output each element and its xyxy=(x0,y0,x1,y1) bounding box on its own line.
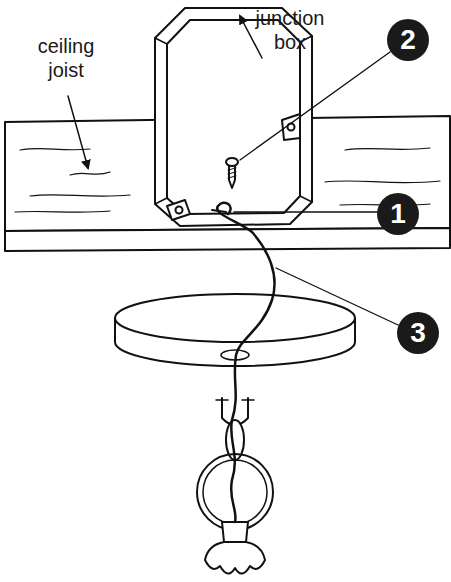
callout-number: 3 xyxy=(398,319,438,347)
callout-disc xyxy=(377,193,419,235)
mounting-tab xyxy=(282,114,300,140)
mounting-tab xyxy=(167,200,190,220)
joist-face xyxy=(5,228,450,251)
leader-line xyxy=(276,268,398,325)
callout-number: 2 xyxy=(388,26,428,54)
fixture-wire xyxy=(217,203,274,522)
screw xyxy=(226,158,238,188)
leader-line xyxy=(68,96,88,168)
callout-number: 1 xyxy=(378,200,418,228)
part-label: ceiling joist xyxy=(24,34,108,82)
callout-disc xyxy=(387,19,429,61)
part-label: junction box xyxy=(242,6,338,54)
callout-disc xyxy=(397,312,439,354)
leader-line xyxy=(240,52,390,160)
leader-line xyxy=(234,211,378,212)
socket xyxy=(205,522,265,574)
